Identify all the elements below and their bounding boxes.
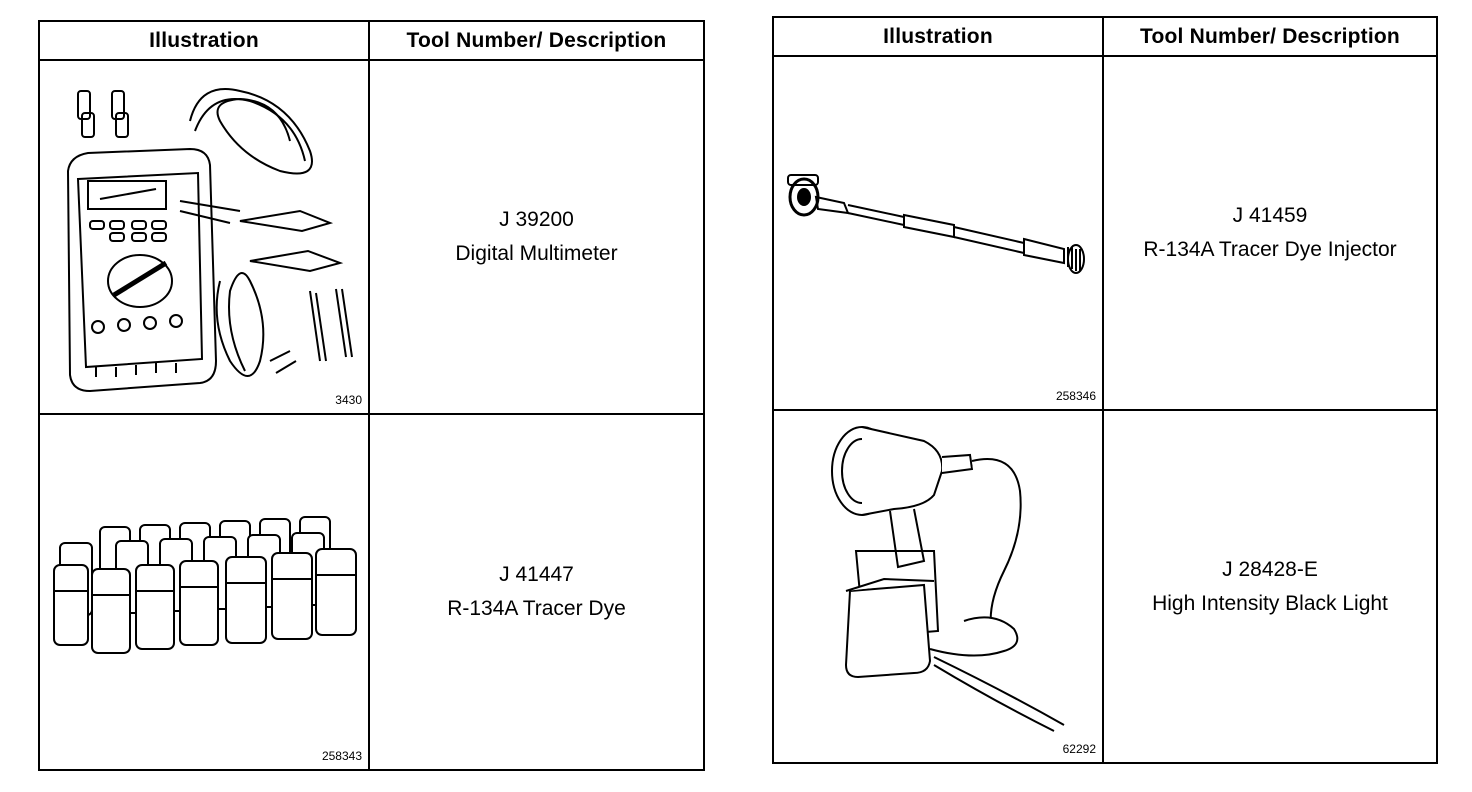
tracer-dye-bottles-drawing	[53, 516, 357, 654]
tool-description: Digital Multimeter	[455, 242, 618, 265]
tool-number: J 41447	[499, 563, 574, 586]
tool-description-cell: J 28428-E High Intensity Black Light	[1104, 411, 1436, 762]
dye-injector-illustration: 258346	[774, 57, 1104, 409]
tool-description: R-134A Tracer Dye Injector	[1143, 238, 1397, 261]
table-row: 258346 J 41459 R-134A Tracer Dye Injecto…	[774, 57, 1436, 411]
figure-number: 258346	[1055, 389, 1096, 403]
tools-table-right: Illustration Tool Number/ Description	[772, 16, 1438, 764]
table-header: Illustration Tool Number/ Description	[774, 18, 1436, 57]
tool-number: J 41459	[1232, 204, 1308, 227]
header-illustration: Illustration	[774, 18, 1104, 55]
multimeter-drawing	[66, 88, 353, 393]
table-row: 258343 J 41447 R-134A Tracer Dye	[40, 415, 703, 769]
header-tool-description: Tool Number/ Description	[1140, 24, 1400, 48]
table-row: 3430 J 39200 Digital Multimeter	[40, 61, 703, 415]
table-row: 62292 J 28428-E High Intensity Black Lig…	[774, 411, 1436, 762]
black-light-illustration: 62292	[774, 411, 1104, 762]
tool-description-cell: J 41459 R-134A Tracer Dye Injector	[1104, 57, 1436, 409]
tracer-dye-illustration: 258343	[40, 415, 370, 769]
black-light-drawing	[831, 426, 1065, 732]
tool-description-cell: J 39200 Digital Multimeter	[370, 61, 703, 413]
header-illustration: Illustration	[40, 22, 370, 59]
multimeter-illustration: 3430	[40, 61, 370, 413]
tool-number: J 28428-E	[1222, 557, 1318, 581]
tool-description: R-134A Tracer Dye	[447, 597, 626, 620]
table-header: Illustration Tool Number/ Description	[40, 22, 703, 61]
tool-description-cell: J 41447 R-134A Tracer Dye	[370, 415, 703, 769]
tools-table-left: Illustration Tool Number/ Description	[38, 20, 705, 771]
tool-number: J 39200	[499, 208, 574, 231]
header-tool-description: Tool Number/ Description	[406, 28, 667, 52]
figure-number: 3430	[335, 393, 362, 407]
tool-description: High Intensity Black Light	[1152, 591, 1388, 615]
dye-injector-drawing	[787, 174, 1085, 274]
figure-number: 62292	[1062, 742, 1096, 756]
figure-number: 258343	[321, 749, 362, 763]
